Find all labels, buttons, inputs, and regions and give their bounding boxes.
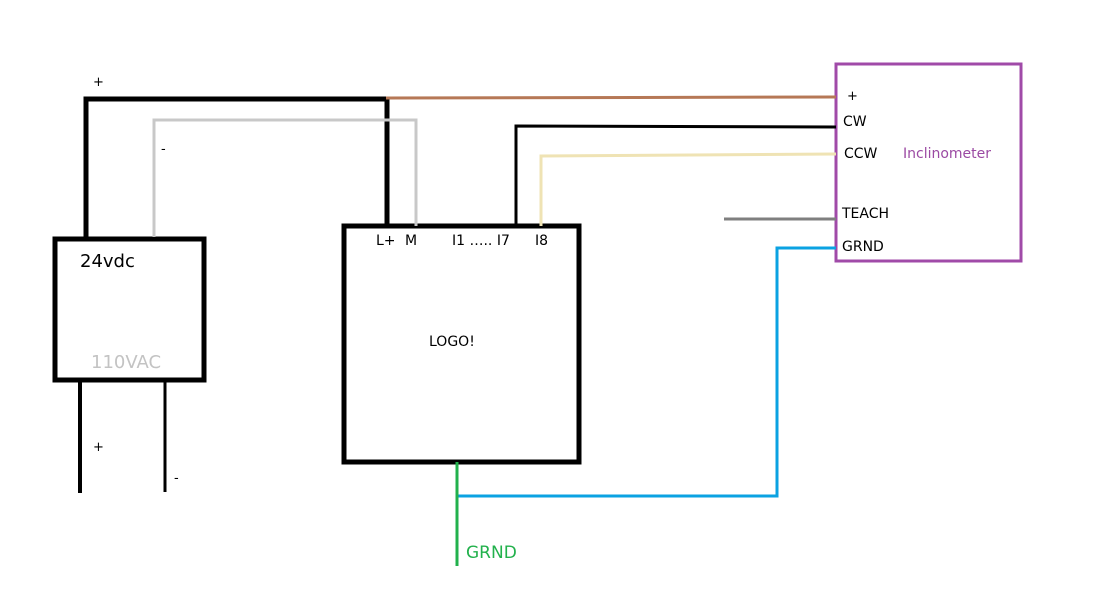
psu-top-plus-label: + xyxy=(93,75,104,90)
inclinometer-box xyxy=(834,62,1023,263)
psu-input-label: 110VAC xyxy=(91,352,162,373)
wire-cw xyxy=(514,124,837,226)
wire-minus-24v xyxy=(152,118,418,237)
inclinometer-pin-ccw: CCW xyxy=(844,146,878,162)
wire-grnd-blue xyxy=(457,246,836,498)
inclinometer-pin-cw: CW xyxy=(843,114,867,130)
inclinometer-pin-plus: + xyxy=(847,89,858,104)
inclinometer-pin-grnd: GRND xyxy=(842,239,884,255)
logo-terminal-m: M xyxy=(405,233,418,249)
logo-title: LOGO! xyxy=(429,334,475,350)
wire-brown-plus xyxy=(385,95,837,100)
psu-top-minus-label: - xyxy=(161,142,166,157)
logo-terminal-lplus: L+ xyxy=(376,233,396,249)
psu-bottom-minus-label: - xyxy=(174,471,179,486)
logo-terminal-i8: I8 xyxy=(535,233,549,249)
power-supply-box xyxy=(52,236,207,383)
inclinometer-pin-teach: TEACH xyxy=(842,206,890,222)
inclinometer-title: Inclinometer xyxy=(903,146,992,162)
ground-label: GRND xyxy=(466,543,517,563)
logo-terminal-range: I1 ….. I7 xyxy=(452,233,510,249)
wire-plus-24v xyxy=(83,96,390,237)
psu-bottom-plus-label: + xyxy=(93,440,104,455)
psu-output-label: 24vdc xyxy=(80,251,135,272)
logo-box xyxy=(341,223,582,465)
wire-ccw xyxy=(539,152,837,226)
